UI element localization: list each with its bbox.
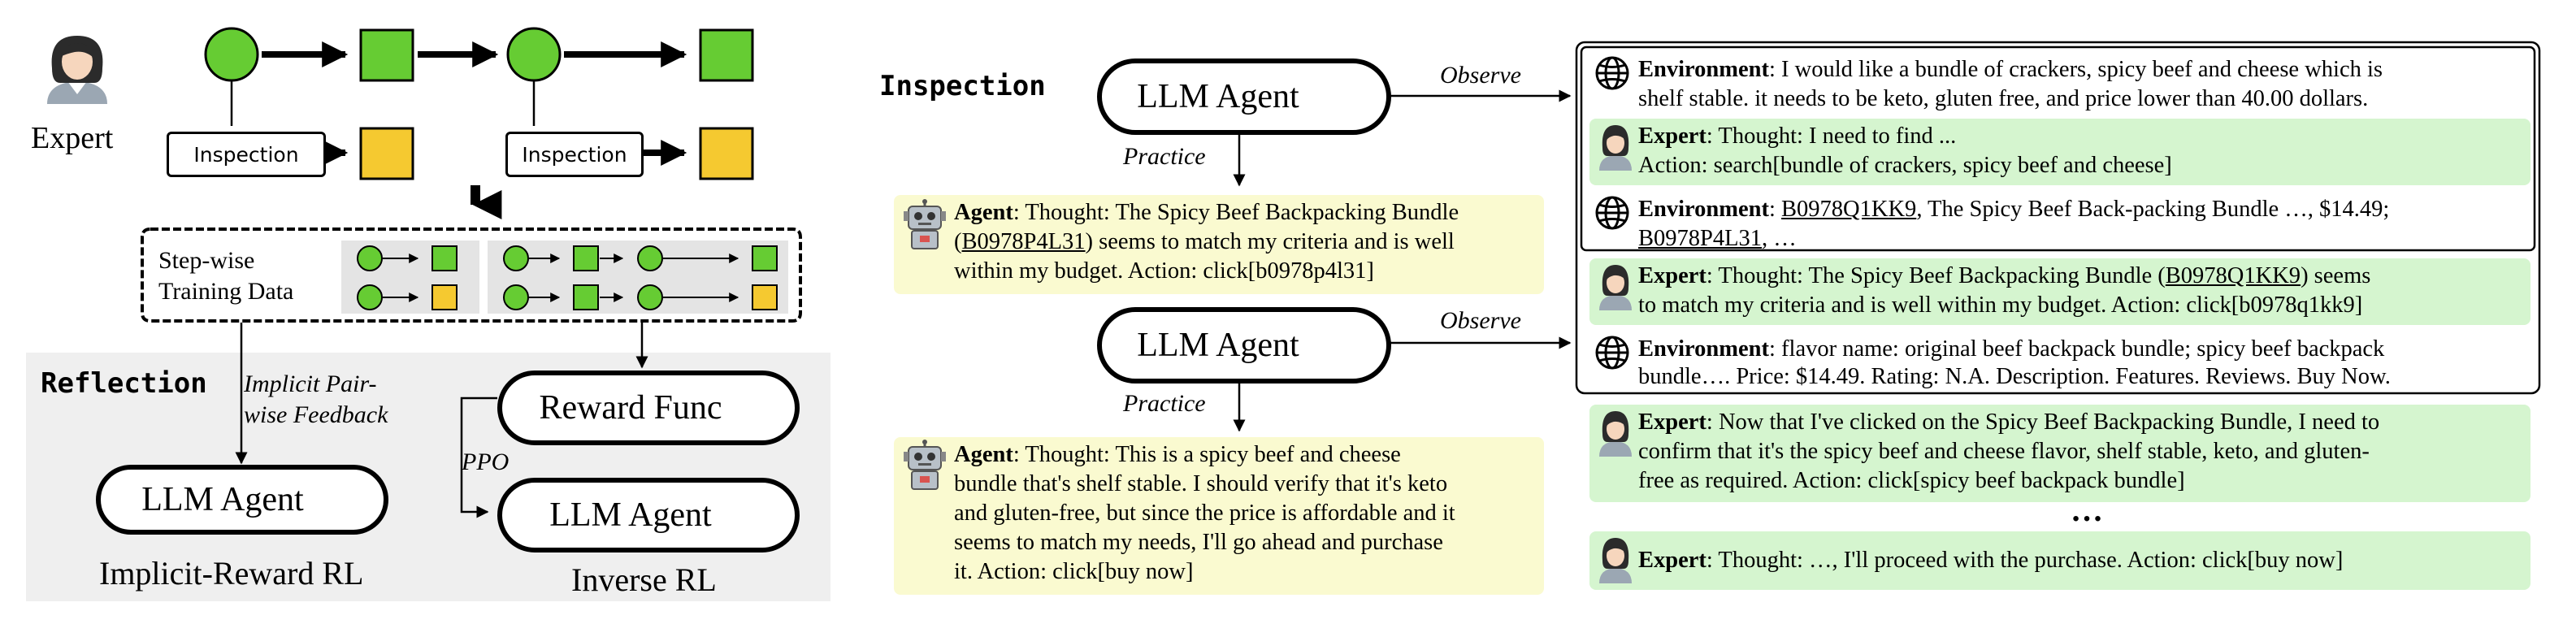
agent-2-speaker: Agent: [954, 442, 1013, 467]
llm-agent-bottom: LLM Agent: [1097, 307, 1391, 384]
training-data-label-2: Training Data: [158, 278, 294, 305]
expert-avatar-icon: [1599, 265, 1632, 310]
agent-bubble-1: [894, 195, 1544, 294]
implicit-reward-rl-label: Implicit-Reward RL: [99, 555, 364, 592]
robot-icon: [904, 440, 946, 490]
ppo-label: PPO: [462, 448, 510, 475]
env-2-text-2: , …: [1762, 226, 1797, 251]
agent-1-text-b-pre: (: [954, 229, 962, 254]
env-1-speaker: Environment: [1638, 57, 1769, 82]
env-2-link-2[interactable]: B0978P4L31: [1638, 226, 1763, 251]
expert-bubble-2: [1589, 258, 2530, 325]
expert-avatar-icon: [1599, 411, 1632, 457]
inspection-box-2: Inspection: [505, 132, 644, 177]
implicit-feedback-label-2: wise Feedback: [244, 401, 388, 428]
env-2-link-1[interactable]: B0978Q1KK9: [1781, 197, 1917, 222]
expert-2-link[interactable]: B0978Q1KK9: [2165, 263, 2301, 288]
llm-agent-inverse: LLM Agent: [497, 478, 800, 552]
agent-2-line-1: Agent: Thought: This is a spicy beef and…: [954, 440, 1401, 469]
llm-agent-top-label: LLM Agent: [1137, 78, 1299, 115]
env-1-text-1: : I would like a bundle of crackers, spi…: [1769, 57, 2383, 82]
expert-2-line-2: to match my criteria and is well within …: [1638, 292, 2363, 318]
expert-1-speaker: Expert: [1638, 124, 1706, 149]
expert-2-line-1: Expert: Thought: The Spicy Beef Backpack…: [1638, 262, 2370, 290]
env-2-speaker: Environment: [1638, 197, 1769, 222]
globe-icon: [1595, 336, 1629, 370]
reward-func-box: Reward Func: [497, 370, 800, 445]
llm-agent-bottom-label: LLM Agent: [1137, 327, 1299, 364]
expert-avatar-icon: [1599, 125, 1632, 171]
llm-agent-implicit-label: LLM Agent: [141, 481, 304, 518]
training-data-mini-nodes: [357, 245, 778, 310]
reflection-heading: Reflection: [41, 367, 207, 400]
practice-label-1: Practice: [1123, 143, 1206, 170]
env-3-speaker: Environment: [1638, 336, 1769, 362]
env-3-line-1: Environment: flavor name: original beef …: [1638, 335, 2384, 363]
left-diagram-svg: [47, 27, 802, 530]
ellipsis: …: [2071, 492, 2103, 528]
agent-bubble-2: [894, 437, 1544, 595]
expert-label: Expert: [31, 121, 114, 155]
expert-avatar-icon: [47, 36, 107, 104]
expert-4-line-1: Expert: Thought: …, I'll proceed with th…: [1638, 546, 2343, 574]
inspection-heading: Inspection: [879, 70, 1046, 102]
agent-1-line-1: Agent: Thought: The Spicy Beef Backpacki…: [954, 198, 1459, 227]
inverse-rl-label: Inverse RL: [571, 561, 717, 598]
expert-1-line-1: Expert: Thought: I need to find ...: [1638, 122, 1956, 150]
agent-1-line-3: within my budget. Action: click[b0978p4l…: [954, 258, 1374, 284]
agent-2-line-4: seems to match my needs, I'll go ahead a…: [954, 530, 1443, 555]
training-data-label-1: Step-wise: [158, 247, 255, 274]
expert-1-line-2: Action: search[bundle of crackers, spicy…: [1638, 153, 2172, 178]
globe-icon: [1595, 56, 1629, 90]
llm-agent-top: LLM Agent: [1097, 58, 1391, 135]
expert-bubble-4: [1589, 531, 2530, 590]
expert-4-text-1: : Thought: …, I'll proceed with the purc…: [1706, 548, 2344, 573]
globe-icon: [1595, 196, 1629, 230]
env-1-line-2: shelf stable. it needs to be keto, glute…: [1638, 86, 2369, 111]
expert-3-line-3: free as required. Action: click[spicy be…: [1638, 468, 2185, 493]
agent-1-line-2: (B0978P4L31) seems to match my criteria …: [954, 228, 1455, 256]
agent-2-line-2: bundle that's shelf stable. I should ver…: [954, 471, 1448, 496]
env-3-text-1: : flavor name: original beef backpack bu…: [1769, 336, 2385, 362]
llm-agent-implicit: LLM Agent: [96, 465, 388, 535]
workflow-nodes: [204, 27, 754, 219]
expert-2-speaker: Expert: [1638, 263, 1706, 288]
expert-avatar-icon: [1599, 538, 1632, 583]
inspection-box-1: Inspection: [167, 132, 326, 177]
practice-label-2: Practice: [1123, 390, 1206, 417]
agent-1-text-b-post: ) seems to match my criteria and is well: [1085, 229, 1455, 254]
env-2-text-1: , The Spicy Beef Back-packing Bundle …, …: [1916, 197, 2390, 222]
llm-agent-inverse-label: LLM Agent: [549, 496, 712, 534]
expert-2-text-pre: : Thought: The Spicy Beef Backpacking Bu…: [1706, 263, 2166, 288]
expert-1-text-1: : Thought: I need to find ...: [1706, 124, 1957, 149]
observe-label-1: Observe: [1440, 62, 1521, 89]
implicit-feedback-label-1: Implicit Pair-: [244, 370, 377, 397]
robot-icon: [904, 199, 946, 249]
expert-4-speaker: Expert: [1638, 548, 1706, 573]
env-2-line-2: B0978P4L31, …: [1638, 224, 1797, 253]
agent-1-link[interactable]: B0978P4L31: [961, 229, 1086, 254]
env-2-sep: :: [1769, 197, 1782, 222]
env-3-line-2: bundle…. Price: $14.49. Rating: N.A. Des…: [1638, 364, 2391, 389]
agent-2-text-1: : Thought: This is a spicy beef and chee…: [1013, 442, 1401, 467]
env-2-line-1: Environment: B0978Q1KK9, The Spicy Beef …: [1638, 195, 2389, 223]
agent-1-text-a: : Thought: The Spicy Beef Backpacking Bu…: [1013, 200, 1459, 225]
agent-2-line-3: and gluten-free, but since the price is …: [954, 500, 1455, 526]
env-1-line-1: Environment: I would like a bundle of cr…: [1638, 55, 2383, 84]
expert-2-text-post: ) seems: [2301, 263, 2371, 288]
agent-2-line-5: it. Action: click[buy now]: [954, 559, 1194, 584]
expert-3-line-1: Expert: Now that I've clicked on the Spi…: [1638, 408, 2379, 436]
expert-3-text-1: : Now that I've clicked on the Spicy Bee…: [1706, 410, 2380, 435]
expert-bubble-3: [1589, 405, 2530, 502]
agent-1-speaker: Agent: [954, 200, 1013, 225]
expert-bubble-1: [1589, 119, 2530, 185]
reward-func-label: Reward Func: [539, 389, 722, 427]
expert-3-line-2: confirm that it's the spicy beef and che…: [1638, 439, 2370, 464]
observe-label-2: Observe: [1440, 307, 1521, 334]
expert-3-speaker: Expert: [1638, 410, 1706, 435]
